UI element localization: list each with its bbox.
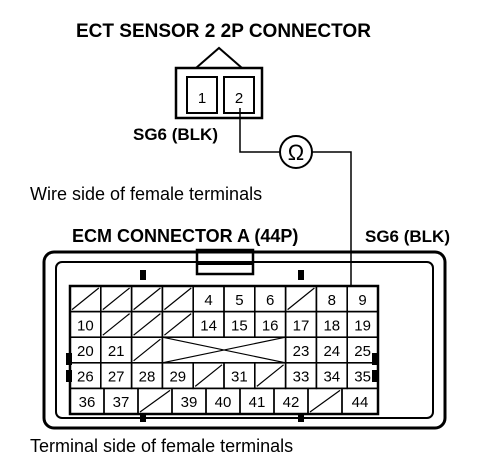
ecm-terminal-unused — [309, 389, 341, 413]
ect-sensor-connector: 1 2 — [174, 46, 264, 120]
ecm-terminal-label: 35 — [354, 369, 371, 386]
ecm-terminal-label: 9 — [358, 292, 366, 309]
ecm-terminal-label: 10 — [77, 317, 94, 334]
ecm-terminal-label: 17 — [293, 317, 310, 334]
title: ECT SENSOR 2 2P CONNECTOR — [76, 21, 371, 42]
ecm-terminal-label: 6 — [266, 292, 274, 309]
ecm-terminal-unused — [287, 287, 315, 311]
ecm-terminal-label: 24 — [323, 343, 340, 360]
ecm-terminal-unused — [102, 287, 130, 311]
sensor-pin-1: 1 — [198, 90, 206, 107]
ecm-terminal-label: 18 — [323, 317, 340, 334]
ecm-terminal-unused — [133, 338, 161, 362]
probe-wire: Ω — [239, 108, 352, 287]
ecm-terminal-cell — [341, 387, 379, 415]
ecm-terminal-label: 20 — [77, 343, 94, 360]
ecm-terminal-label: 14 — [200, 317, 217, 334]
ecm-terminal-label: 40 — [215, 394, 232, 411]
ecm-terminal-unused — [194, 364, 223, 387]
ecm-terminal-label: 34 — [323, 369, 340, 386]
ecm-terminal-label: 21 — [108, 343, 125, 360]
ecm-terminal-unused — [164, 313, 192, 336]
ecm-terminal-label: 33 — [293, 369, 310, 386]
ecm-terminal-unused — [71, 287, 100, 311]
ecm-blank-cross — [162, 336, 286, 364]
ecm-terminal-label: 16 — [262, 317, 279, 334]
ecm-terminal-unused — [256, 364, 284, 387]
ecm-terminal-label: 29 — [169, 369, 186, 386]
ecm-terminal-unused — [133, 313, 161, 336]
ecm-terminal-unused — [133, 287, 161, 311]
sg6-left-label: SG6 (BLK) — [133, 125, 218, 144]
ecm-terminal-unused — [139, 389, 171, 413]
sg6-right-label: SG6 (BLK) — [365, 227, 450, 246]
ecm-terminal-label: 8 — [328, 292, 336, 309]
ecm-terminal-grid: 4 5 6 8 9 10 14 15 16 17 18 19 20 21 23 24 25 26 27 28 29 31 3… — [69, 285, 379, 415]
ecm-terminal-label: 42 — [283, 394, 300, 411]
ecm-terminal-label: 23 — [293, 343, 310, 360]
ecm-terminal-label: 44 — [352, 394, 369, 411]
ecm-terminal-unused — [164, 287, 192, 311]
ecm-blank-region — [161, 336, 287, 364]
ecm-terminal-label: 37 — [113, 394, 130, 411]
ohm-symbol: Ω — [288, 140, 304, 165]
ecm-terminal-label: 19 — [354, 317, 371, 334]
ecm-terminal-unused — [102, 313, 130, 336]
ecm-terminal-label: 36 — [79, 394, 96, 411]
ecm-terminal-label: 31 — [231, 369, 248, 386]
ecm-connector-label: ECM CONNECTOR A (44P) — [72, 226, 298, 246]
wire-side-label: Wire side of female terminals — [30, 184, 262, 204]
ecm-terminal-label: 5 — [235, 292, 243, 309]
ecm-terminal-label: 26 — [77, 369, 94, 386]
ecm-terminal-label: 15 — [231, 317, 248, 334]
ecm-terminal-label: 28 — [139, 369, 156, 386]
sensor-pin-2: 2 — [235, 90, 243, 107]
ecm-connector: 4 5 6 8 9 10 14 15 16 17 18 19 20 21 23 24 25 26 27 28 29 31 3… — [42, 248, 447, 430]
ecm-terminal-label: 27 — [108, 369, 125, 386]
ecm-terminal-label: 4 — [204, 292, 212, 309]
ecm-terminal-label: 39 — [181, 394, 198, 411]
terminal-side-label: Terminal side of female terminals — [30, 436, 293, 456]
ecm-terminal-label: 25 — [354, 343, 371, 360]
ecm-terminal-label: 41 — [249, 394, 266, 411]
